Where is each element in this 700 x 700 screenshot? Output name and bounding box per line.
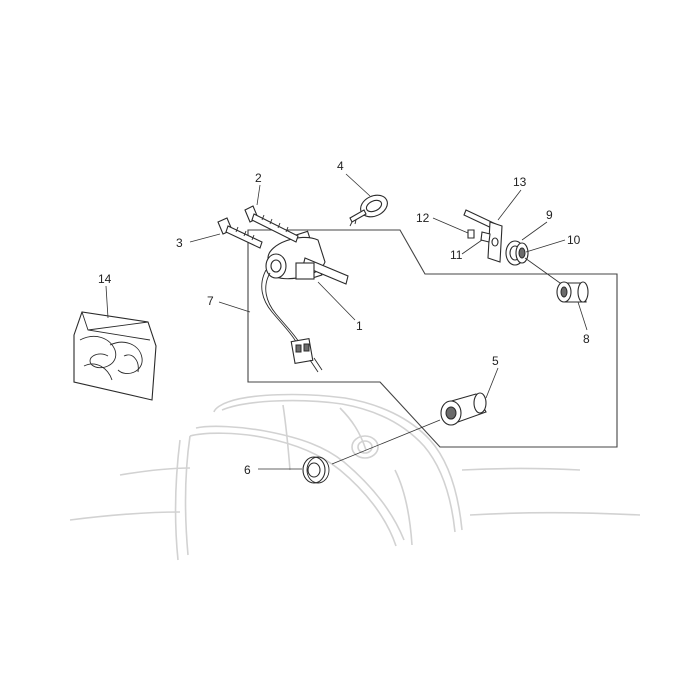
grommet-6 (302, 456, 330, 484)
screw-2 (244, 205, 299, 243)
callout-14: 14 (98, 272, 112, 286)
callout-leaders (105, 173, 588, 470)
callout-3: 3 (176, 236, 183, 250)
assembly-lines (331, 257, 561, 465)
lock-cylinder-8 (556, 281, 589, 303)
callout-5: 5 (492, 354, 499, 368)
callout-7: 7 (207, 294, 214, 308)
kit-frame (247, 229, 618, 448)
key (349, 194, 388, 227)
callout-4: 4 (337, 159, 344, 173)
callout-12: 12 (416, 211, 430, 225)
ignition-lock-body (261, 230, 349, 373)
callout-1: 1 (356, 319, 363, 333)
callout-6: 6 (244, 463, 251, 477)
callout-11: 11 (450, 248, 463, 262)
callout-2: 2 (255, 171, 262, 185)
bracket-assembly (463, 209, 503, 263)
callout-10: 10 (567, 233, 581, 247)
callout-9: 9 (546, 208, 553, 222)
callout-labels: 1 2 3 4 5 6 7 8 9 10 11 12 13 14 (98, 159, 590, 477)
bushing-9-10 (505, 240, 529, 266)
manual-pouch (73, 311, 157, 401)
callout-8: 8 (583, 332, 590, 346)
vehicle-body-outline (69, 393, 641, 561)
lock-cylinder-5 (440, 392, 487, 426)
callout-13: 13 (513, 175, 527, 189)
screw-3 (217, 217, 263, 249)
